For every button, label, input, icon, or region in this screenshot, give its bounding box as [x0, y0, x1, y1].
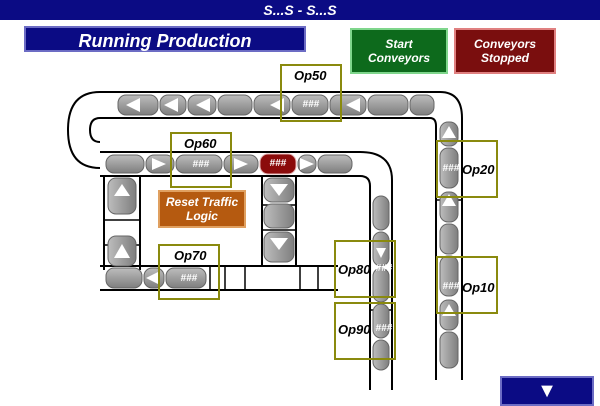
down-arrow-icon: ▼: [537, 380, 557, 402]
station-op20-label: Op20: [462, 162, 495, 177]
station-op20[interactable]: Op20 ###: [436, 140, 498, 198]
station-op60-pallet: ###: [192, 159, 210, 170]
window-title: S...S - S...S: [263, 2, 337, 18]
station-op90[interactable]: Op90 ###: [334, 302, 396, 360]
station-op50-pallet: ###: [302, 99, 320, 110]
station-op80-label: Op80: [338, 262, 371, 277]
station-op90-pallet: ###: [375, 323, 393, 334]
station-op70-label: Op70: [174, 248, 207, 263]
station-op70[interactable]: Op70 ###: [158, 244, 220, 300]
station-op10[interactable]: Op10 ###: [436, 256, 498, 314]
station-op60-label: Op60: [184, 136, 217, 151]
station-op80[interactable]: Op80 ###: [334, 240, 396, 298]
station-op80-pallet: ###: [375, 263, 393, 274]
station-op10-label: Op10: [462, 280, 495, 295]
station-op60[interactable]: Op60 ###: [170, 132, 232, 188]
reset-traffic-logic-button[interactable]: Reset Traffic Logic: [158, 190, 246, 228]
conveyors-status-indicator: Conveyors Stopped: [454, 28, 556, 74]
station-op20-pallet: ###: [442, 163, 460, 174]
screen-title: Running Production: [24, 26, 306, 52]
station-op10-pallet: ###: [442, 281, 460, 292]
station-op90-label: Op90: [338, 322, 371, 337]
station-op50[interactable]: Op50 ###: [280, 64, 342, 122]
station-op50-label: Op50: [294, 68, 327, 83]
start-conveyors-button[interactable]: Start Conveyors: [350, 28, 448, 74]
window-title-bar: S...S - S...S: [0, 0, 600, 20]
station-op70-pallet: ###: [180, 273, 198, 284]
page-down-button[interactable]: ▼: [500, 376, 594, 406]
alarm-pallet: ###: [269, 158, 287, 169]
